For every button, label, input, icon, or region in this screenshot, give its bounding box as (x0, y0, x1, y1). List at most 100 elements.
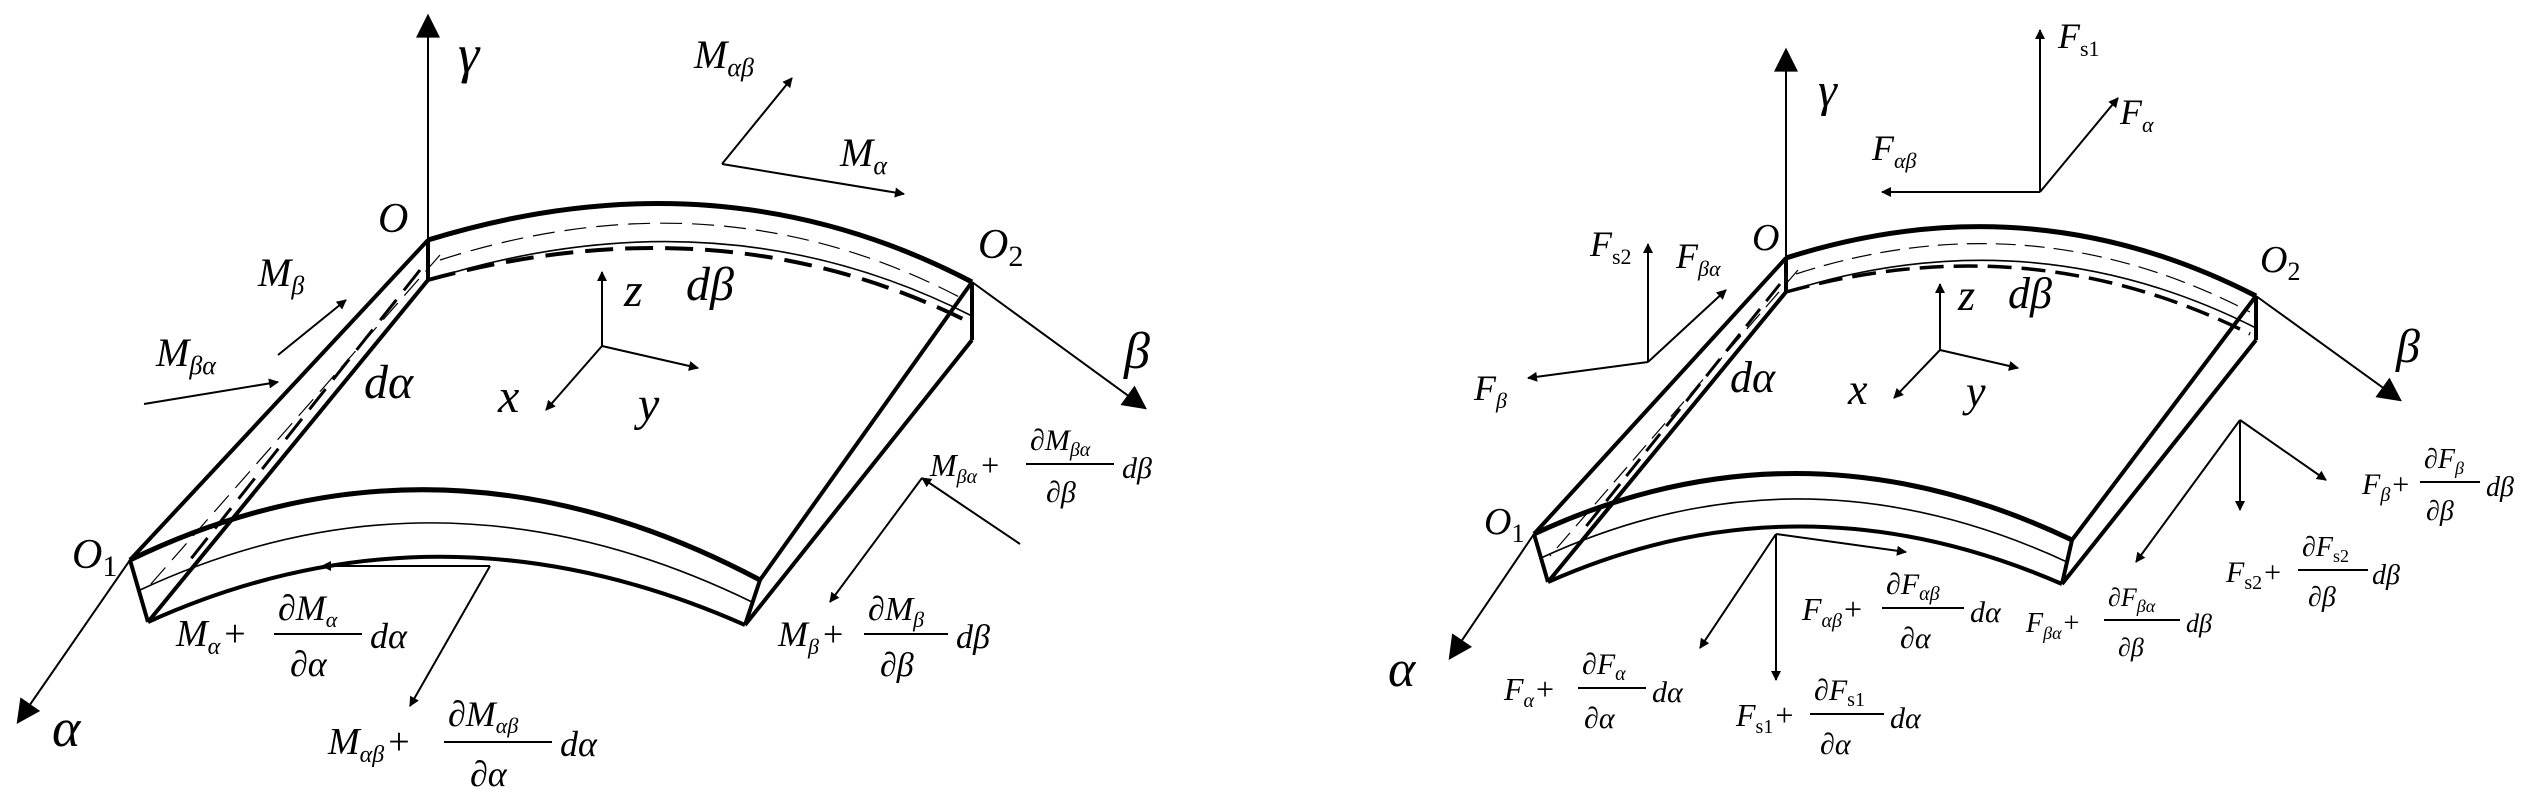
shell-front-bottom-edge (147, 554, 746, 627)
local-y-label-right: y (1962, 367, 1986, 416)
svg-text:Fs2+: Fs2+ (2225, 556, 2281, 594)
origin-o1-label-right: O1 (1484, 501, 1524, 548)
f-beta-increment-arrow (2239, 419, 2327, 481)
f-s1-increment-label: Fs1+ ∂Fs1 ∂α dα (1735, 674, 1922, 761)
shell-left-hidden-edge-right (1578, 283, 1782, 535)
f-beta-label: Fβ (1473, 368, 1507, 413)
f-alpha-increment-label: Fα+ ∂Fα ∂α dα (1503, 648, 1684, 735)
shell-front-top-edge-right (1532, 471, 2074, 543)
svg-text:∂β: ∂β (2308, 582, 2336, 613)
shell-mid-back-line (439, 222, 966, 301)
svg-text:dα: dα (370, 616, 408, 656)
dalpha-label-right: dα (1730, 353, 1776, 402)
shell-right-bottom-edge-right (2060, 338, 2258, 586)
local-z-label: z (623, 264, 643, 317)
shell-front-mid-edge (139, 522, 753, 603)
svg-text:dβ: dβ (2186, 609, 2212, 638)
beta-axis-right (2255, 295, 2402, 402)
svg-text:dβ: dβ (956, 619, 990, 656)
svg-text:∂Fβα: ∂Fβα (2108, 583, 2156, 616)
svg-text:∂α: ∂α (290, 644, 328, 684)
svg-text:∂Fβ: ∂Fβ (2424, 444, 2464, 478)
shell-front-mid-edge-right (1540, 498, 2068, 563)
shell-back-lower-edge-right (1785, 259, 2257, 329)
svg-text:dβ: dβ (2486, 472, 2514, 503)
shell-left-edge-right (1532, 256, 1788, 536)
svg-text:∂α: ∂α (1584, 702, 1616, 735)
shell-front-left-corner (128, 559, 150, 623)
shell-top-back-edge-right (1785, 224, 2258, 299)
svg-text:∂β: ∂β (880, 647, 914, 684)
moment-diagram: γ O O2 O1 β α z x y dβ dα Mαβ Mα Mβ Mβα … (16, 13, 1152, 794)
svg-text:dα: dα (1652, 676, 1684, 709)
beta-axis (971, 281, 1147, 410)
m-betaalpha-increment-label: Mβα+ ∂Mβα ∂β dβ (929, 424, 1152, 509)
shell-hidden-back-edge-right (1785, 264, 2251, 336)
svg-text:Fβα+: Fβα+ (2025, 608, 2079, 643)
beta-label-right: β (2395, 320, 2420, 373)
m-alpha-arrow (721, 163, 905, 198)
m-alphabeta-arrow (721, 77, 793, 165)
f-betaalpha-increment-label: Fβα+ ∂Fβα ∂β dβ (2025, 583, 2212, 662)
gamma-label: γ (458, 24, 481, 84)
svg-text:∂Fs2: ∂Fs2 (2302, 532, 2349, 566)
local-y-label: y (633, 378, 660, 431)
f-betaalpha-increment-arrow (2135, 419, 2241, 563)
f-alphabeta-increment-label: Fαβ+ ∂Fαβ ∂α dα (1801, 568, 2002, 655)
m-betaalpha-label: Mβα (155, 330, 217, 380)
m-alphabeta-label: Mαβ (693, 32, 754, 82)
m-beta-increment-arrow (829, 477, 923, 603)
alpha-axis-right (1448, 533, 1535, 660)
shell-left-hidden-edge (188, 269, 422, 561)
f-betaalpha-arrow (1647, 289, 1727, 363)
shell-top-back-edge (427, 201, 974, 285)
svg-text:Fs1+: Fs1+ (1735, 697, 1793, 738)
local-x-axis-right (1893, 349, 1941, 399)
f-alpha-arrow (2039, 97, 2119, 193)
m-betaalpha-arrow (143, 378, 279, 405)
m-beta-label: Mβ (257, 250, 304, 300)
shell-left-mid-line-right (1549, 269, 1799, 557)
svg-text:∂α: ∂α (470, 754, 508, 794)
local-y-axis-right (1939, 349, 2019, 371)
svg-text:Mαβ+: Mαβ+ (327, 721, 410, 768)
m-beta-increment-label: Mβ+ ∂Mβ ∂β dβ (777, 591, 990, 684)
dalpha-label: dα (364, 356, 414, 409)
svg-text:∂Fs1: ∂Fs1 (1814, 674, 1865, 711)
origin-o-label-right: O (1752, 217, 1779, 259)
shell-left-bottom-edge (146, 278, 430, 624)
local-x-label: x (497, 370, 519, 423)
f-s2-increment-label: Fs2+ ∂Fs2 ∂β dβ (2225, 532, 2400, 613)
shell-right-bottom-edge (743, 338, 974, 627)
svg-text:dβ: dβ (2372, 560, 2400, 591)
origin-o1-label: O1 (72, 532, 117, 583)
local-x-label-right: x (1847, 365, 1868, 414)
origin-o2-label-right: O2 (2260, 239, 2300, 286)
svg-text:∂Mβ: ∂Mβ (868, 591, 924, 632)
gamma-label-right: γ (1818, 64, 1838, 117)
svg-text:∂β: ∂β (2426, 496, 2454, 527)
f-alphabeta-increment-arrow (1775, 533, 1907, 556)
svg-text:∂Mα: ∂Mα (278, 588, 338, 632)
svg-text:Mβα+: Mβα+ (929, 447, 999, 488)
f-alphabeta-label: Fαβ (1871, 128, 1917, 173)
local-y-axis (601, 345, 699, 371)
shell-top-back-lower-edge (427, 240, 973, 317)
force-diagram: γ O O2 O1 β α z x y dβ dα Fs1 Fα Fαβ Fs2… (1388, 16, 2514, 761)
f-s2-label: Fs2 (1589, 224, 1632, 269)
m-betaalpha-increment-arrow (921, 477, 1021, 545)
svg-text:∂β: ∂β (1046, 476, 1076, 509)
shell-right-edge-right (2070, 294, 2258, 542)
svg-text:∂β: ∂β (2118, 633, 2144, 662)
dbeta-label: dβ (686, 258, 734, 311)
local-x-axis (545, 345, 603, 411)
shell-left-bottom-edge-right (1546, 290, 1788, 584)
svg-text:∂α: ∂α (1820, 728, 1852, 761)
svg-text:Fα+: Fα+ (1503, 671, 1554, 712)
svg-text:Mβ+: Mβ+ (777, 614, 843, 659)
svg-text:Fαβ+: Fαβ+ (1801, 591, 1862, 632)
alpha-label: α (52, 698, 82, 758)
f-beta-increment-label: Fβ+ ∂Fβ ∂β dβ (2361, 444, 2514, 527)
m-alpha-increment-label: Mα+ ∂Mα ∂α dα (175, 588, 408, 684)
f-alpha-label: Fα (2119, 92, 2154, 137)
